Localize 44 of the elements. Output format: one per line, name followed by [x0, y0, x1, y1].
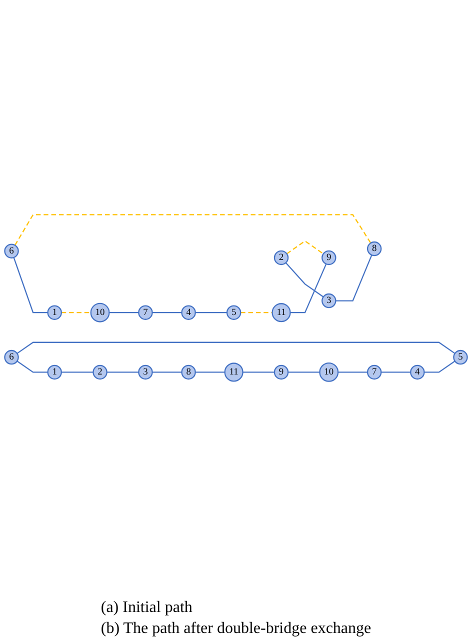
node-circle: 7: [138, 305, 153, 320]
node-circle: 5: [226, 305, 242, 320]
connector: [13, 257, 48, 314]
node-circle: 8: [181, 364, 196, 380]
connector: [61, 312, 91, 314]
connector: [61, 372, 94, 373]
caption-text: (a) Initial path: [100, 599, 194, 617]
node-circle: 3: [322, 293, 336, 308]
connector: [290, 264, 327, 314]
connector: [109, 312, 139, 314]
node-circle: 8: [366, 241, 382, 256]
connector: [152, 372, 182, 373]
node-circle: 1: [47, 305, 62, 320]
connector: [285, 262, 324, 298]
node-circle: 10: [90, 302, 110, 322]
node-circle: 1: [47, 364, 62, 380]
node-circle: 6: [4, 244, 19, 258]
node-circle: 11: [224, 362, 244, 382]
node-circle: 6: [4, 350, 19, 365]
node-circle: 4: [410, 364, 425, 380]
node-circle: 7: [366, 364, 382, 380]
node-circle: 5: [453, 350, 468, 365]
node-circle: 2: [274, 250, 289, 266]
connector: [195, 372, 225, 373]
node-circle: 4: [181, 305, 196, 320]
connector: [195, 312, 228, 314]
node-circle: 9: [322, 250, 336, 266]
node-circle: 3: [138, 364, 153, 380]
connector: [336, 254, 372, 302]
node-circle: 10: [319, 362, 339, 382]
connector: [381, 372, 411, 373]
connector: [14, 214, 372, 246]
node-circle: 9: [274, 364, 289, 380]
connector: [242, 372, 274, 373]
node-circle: 11: [272, 303, 291, 322]
caption-text: (b) The path after double-bridge exchange: [100, 620, 372, 638]
connector: [16, 360, 48, 373]
connector: [338, 372, 368, 373]
node-circle: 2: [92, 364, 108, 380]
connector: [152, 312, 182, 314]
connector: [424, 360, 456, 373]
connector: [288, 372, 320, 373]
connector: [106, 372, 139, 373]
connector: [16, 342, 456, 354]
